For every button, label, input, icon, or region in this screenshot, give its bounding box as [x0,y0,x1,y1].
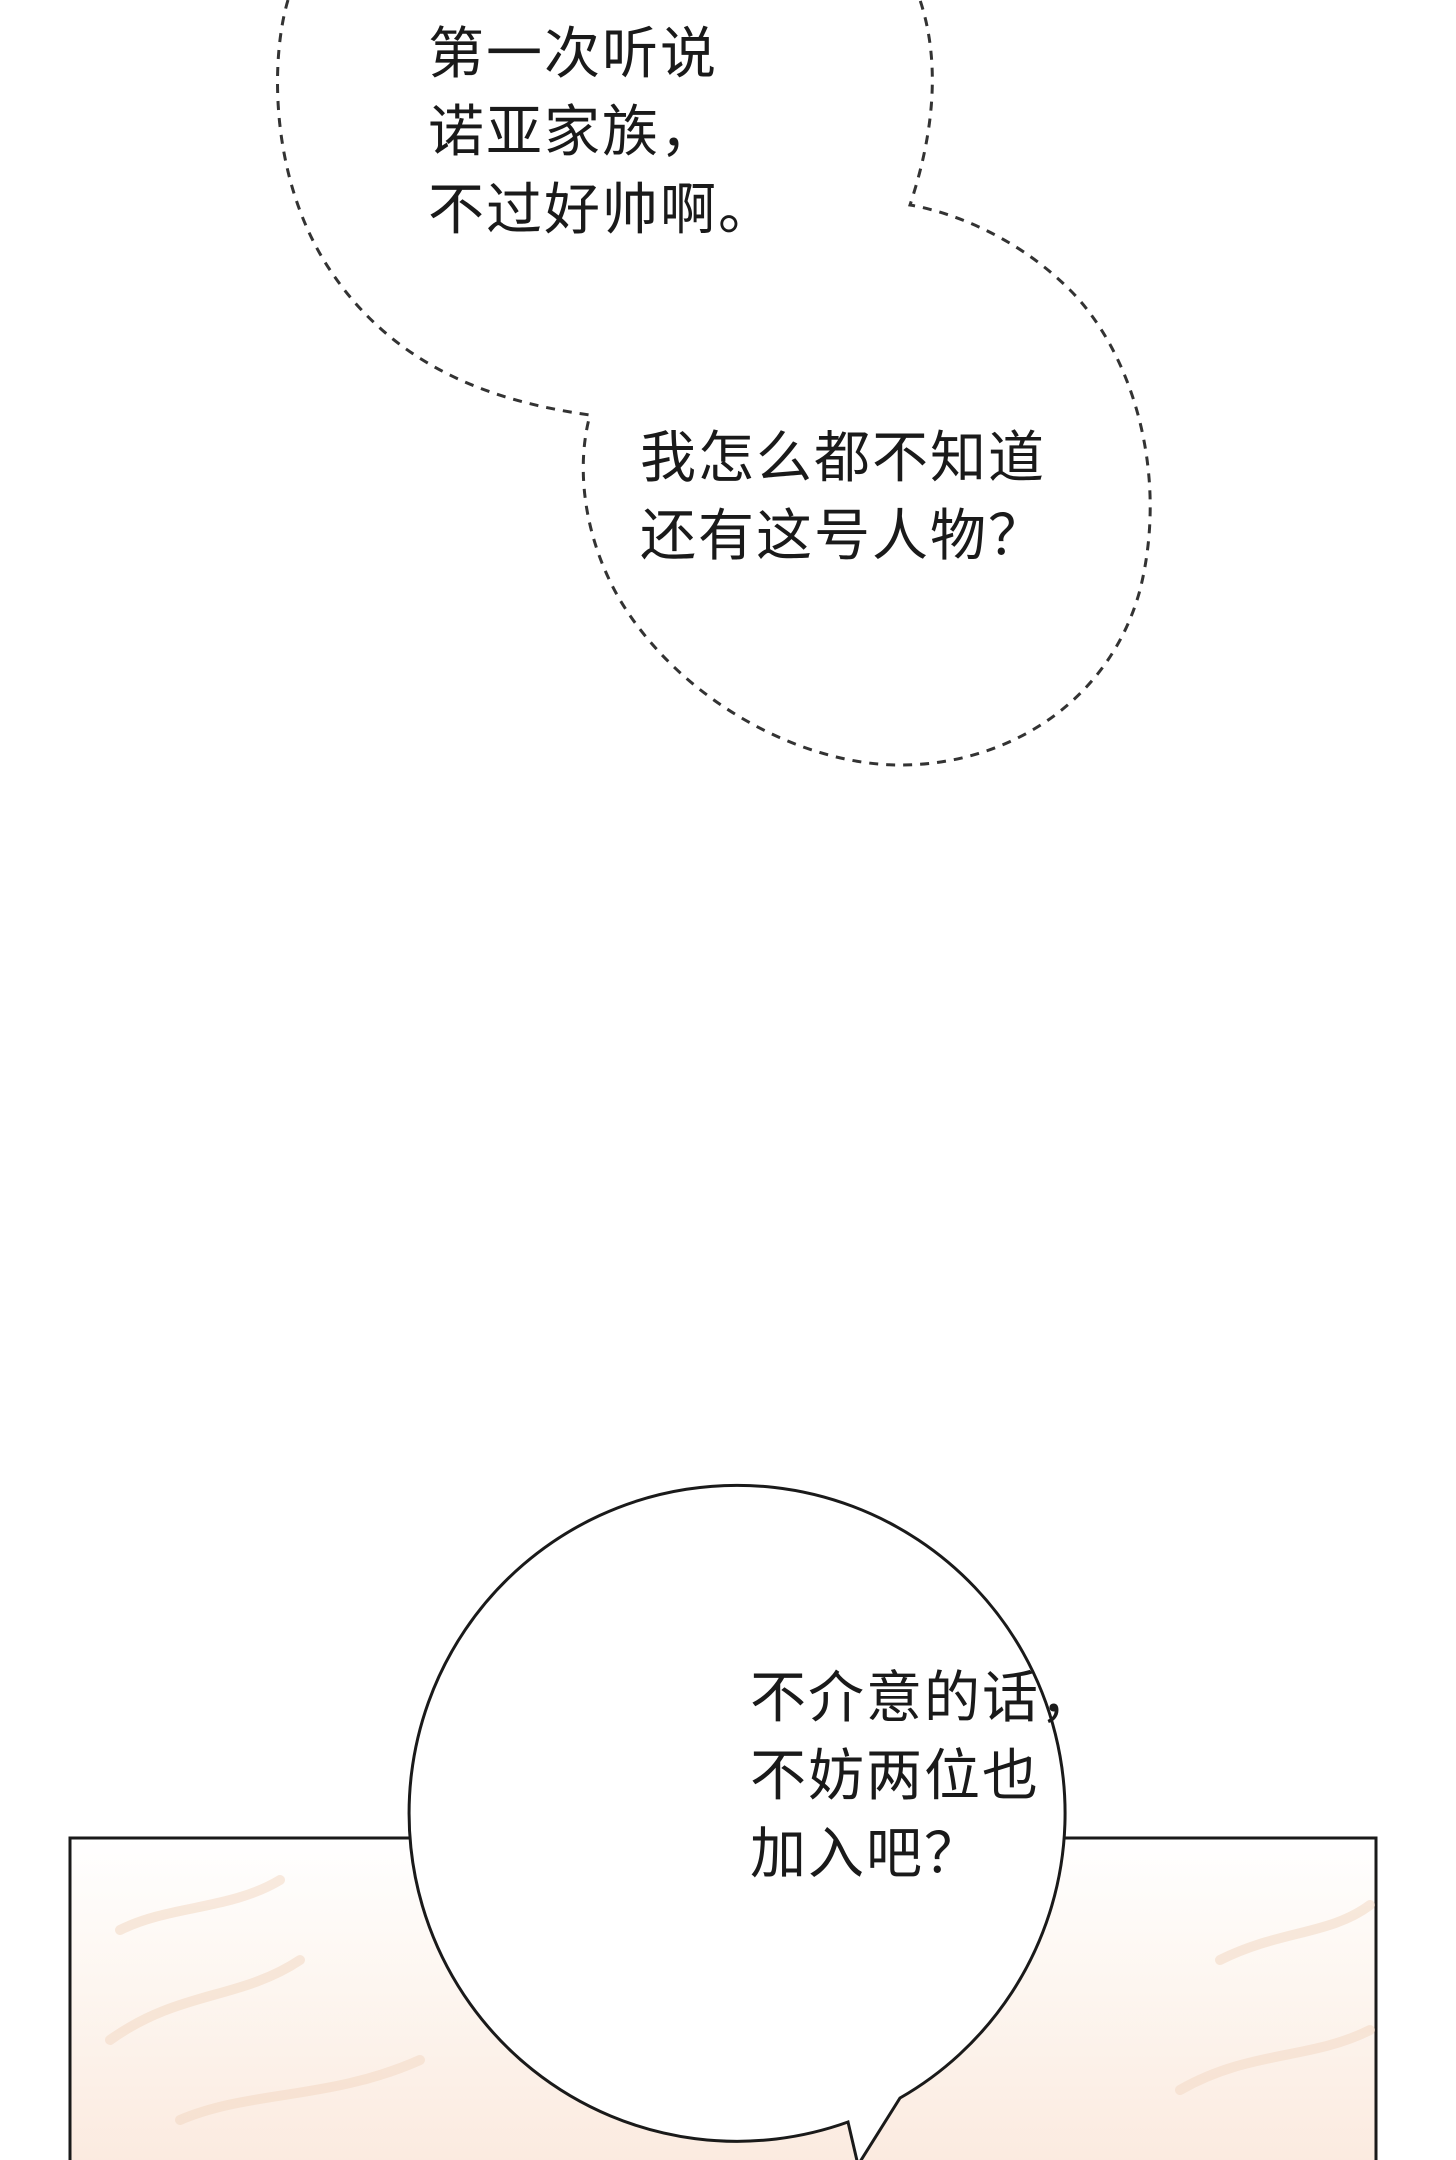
speech-line: 加入吧？ [750,1822,982,1887]
thought-line: 我怎么都不知道 [640,426,1046,491]
thought-line: 还有这号人物？ [640,504,1046,569]
thought-bubble-text-2: 我怎么都不知道 还有这号人物？ [640,420,1046,576]
thought-line: 第一次听说 [428,22,718,87]
thought-line: 不过好帅啊。 [428,178,776,243]
thought-line: 诺亚家族， [428,100,718,165]
speech-line: 不介意的话， [750,1666,1098,1731]
speech-line: 不妨两位也 [750,1744,1040,1809]
thought-bubble-outline [276,0,1152,767]
speech-bubble-text: 不介意的话， 不妨两位也 加入吧？ [750,1660,1098,1894]
speech-bubble-outline [407,1483,1067,2160]
thought-bubble-text-1: 第一次听说 诺亚家族， 不过好帅啊。 [428,16,776,250]
panel-background-wisps [105,1875,1375,2125]
